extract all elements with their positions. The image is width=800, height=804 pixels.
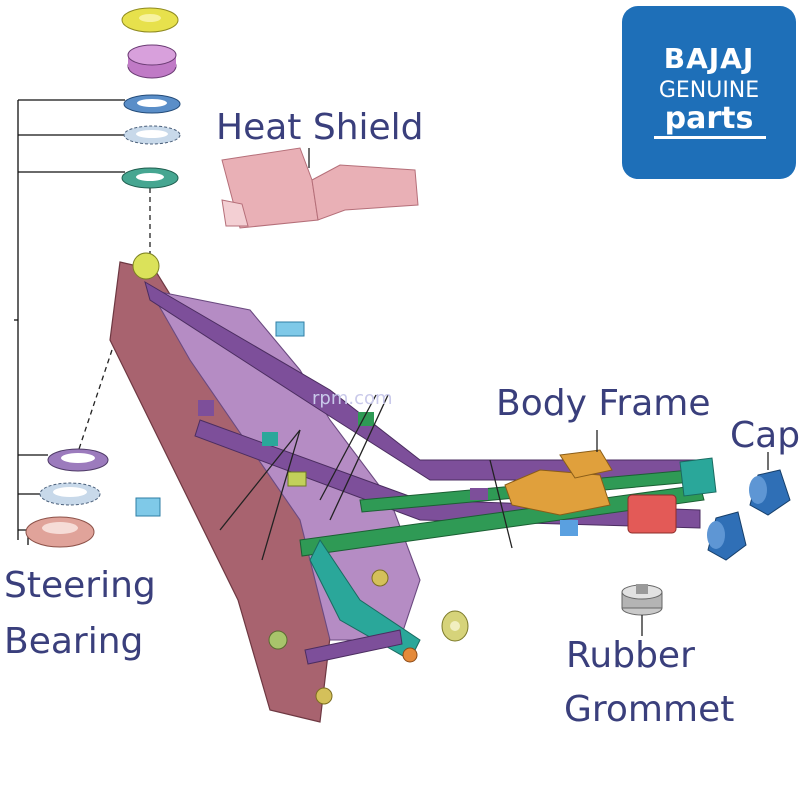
rubber-grommet-part	[621, 584, 663, 616]
watermark: rpm.com	[312, 388, 393, 409]
logo-parts: parts	[664, 101, 754, 136]
label-rubber-line1: Rubber	[566, 635, 695, 676]
label-body-frame: Body Frame	[496, 383, 711, 424]
heat-shield-part	[221, 147, 419, 229]
lower-bearing-stack	[25, 448, 109, 548]
body-frame-leaders	[219, 394, 598, 561]
steering-leader-bracket	[14, 99, 125, 545]
label-steering-line1: Steering	[4, 565, 156, 606]
logo-brand: BAJAJ	[663, 42, 755, 75]
body-frame-part	[109, 252, 717, 723]
label-rubber-line2: Grommet	[564, 689, 735, 730]
logo-genuine: GENUINE	[658, 78, 760, 103]
dashed-guides	[77, 188, 151, 453]
top-bearing-stack	[121, 7, 181, 189]
caps-part	[707, 469, 791, 561]
bajaj-genuine-parts-logo: BAJAJ GENUINE parts	[622, 6, 796, 179]
label-heat-shield: Heat Shield	[216, 107, 424, 148]
label-steering-line2: Bearing	[4, 621, 144, 662]
label-cap: Cap	[730, 415, 800, 456]
logo-swoosh	[654, 136, 766, 139]
